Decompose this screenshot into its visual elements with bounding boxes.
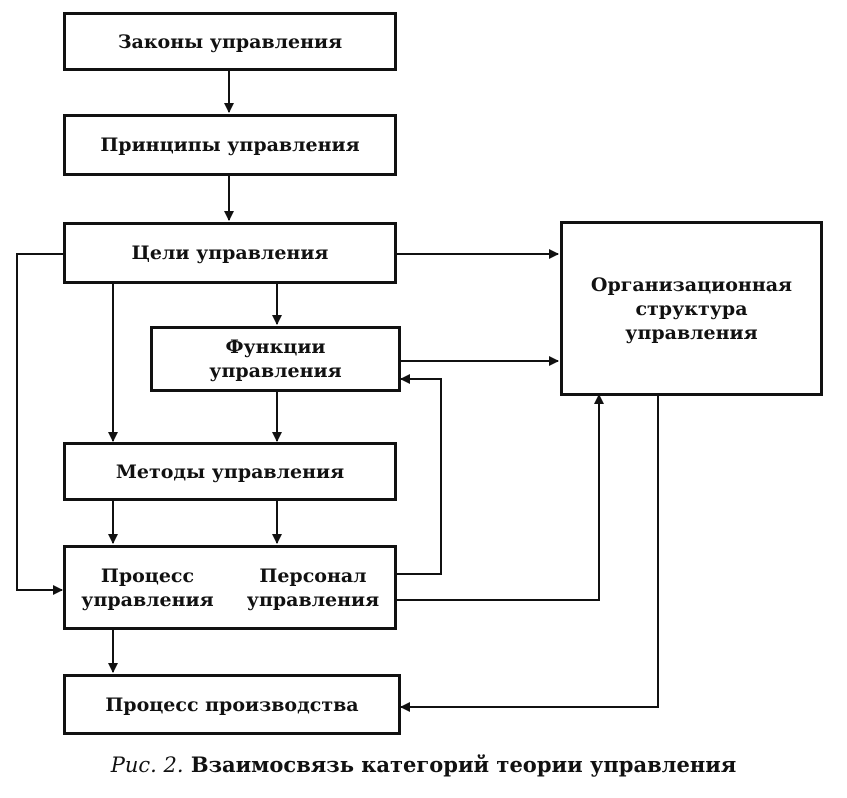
box-process-label: Процесс управления — [81, 564, 214, 611]
arrow-personnel-to-functions — [396, 374, 442, 575]
box-structure: Организационная структура управления — [560, 221, 823, 396]
box-laws-label: Законы управления — [117, 30, 343, 53]
box-functions: Функции управления — [150, 326, 401, 392]
figure-caption-prefix: Рис. 2. — [110, 753, 184, 777]
figure-caption: Рис. 2. Взаимосвязь категорий теории упр… — [0, 752, 847, 777]
arrow-goals-to-process — [16, 253, 63, 595]
arrow-personnel-to-structure — [396, 394, 604, 601]
box-production: Процесс производства — [63, 674, 401, 735]
box-laws: Законы управления — [63, 12, 397, 71]
box-principles-label: Принципы управления — [100, 134, 360, 156]
box-production-label: Процесс производства — [105, 693, 359, 716]
arrow-structure-to-production — [400, 395, 659, 712]
box-principles: Принципы управления — [63, 114, 397, 176]
box-process: Процесс управления — [66, 548, 229, 627]
box-goals-label: Цели управления — [131, 242, 329, 264]
figure-caption-text: Взаимосвязь категорий теории управления — [190, 752, 737, 777]
box-methods-label: Методы управления — [115, 460, 345, 483]
box-goals: Цели управления — [63, 222, 397, 284]
box-personnel: Персонал управления — [232, 548, 394, 627]
box-functions-label: Функции управления — [209, 336, 342, 382]
box-personnel-label: Персонал управления — [246, 564, 380, 611]
box-process-personnel: Процесс управления Персонал управления — [63, 545, 397, 630]
box-structure-label: Организационная структура управления — [590, 273, 793, 344]
box-methods: Методы управления — [63, 442, 397, 501]
